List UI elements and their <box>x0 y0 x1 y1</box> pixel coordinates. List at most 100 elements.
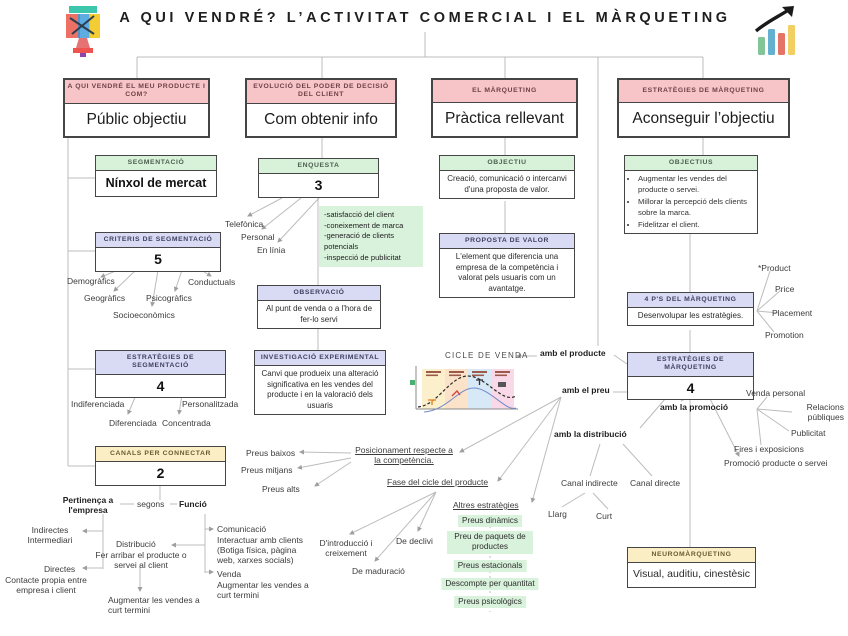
root-box-audience-body: Públic objectiu <box>86 110 187 128</box>
root-box-strategies: ESTRATÈGIES DE MÀRQUETING Aconseguir l’o… <box>617 78 790 138</box>
node-proposta-header: PROPOSTA DE VALOR <box>440 234 574 250</box>
label-psicografics: Psicogràfics <box>146 293 192 303</box>
label-venda-desc: Augmentar les vendes a curt termini <box>217 580 309 601</box>
node-objectiu-header: OBJECTIU <box>440 156 574 172</box>
node-estrategies-seg-count: 4 <box>156 377 165 394</box>
label-fase-cicle: Fase del cicle del producte <box>387 477 489 487</box>
label-socioeconomics: Socioeconòmics <box>113 310 175 320</box>
node-investigacio-body: Canvi que produeix una alteració signifi… <box>261 369 379 410</box>
label-promocio-producte: Promoció producte o servei <box>724 458 828 468</box>
node-objectius-header: OBJECTIUS <box>625 156 757 172</box>
node-enquesta-header: ENQUESTA <box>259 159 378 175</box>
creative-computer-logo-icon <box>66 6 100 57</box>
node-observacio-header: OBSERVACIÓ <box>258 286 380 302</box>
node-observacio: OBSERVACIÓ Al punt de venda o a l'hora d… <box>257 285 381 330</box>
node-segmentacio-body: Nínxol de mercat <box>105 176 207 191</box>
node-4ps-marqueting: 4 P'S DEL MÀRQUETING Desenvolupar les es… <box>627 292 754 326</box>
label-indirectes: Indirectes Intermediari <box>20 525 80 545</box>
product-lifecycle-chart <box>410 366 518 413</box>
label-directes: Directes <box>44 564 76 574</box>
lifecycle-profit-curve <box>423 387 517 413</box>
node-estrategies-mkt-count: 4 <box>686 379 695 396</box>
label-geografics: Geogràfics <box>84 293 126 303</box>
node-criteris-segmentacio: CRITERIS DE SEGMENTACIÓ 5 <box>95 232 221 272</box>
label-demografics: Demogràfics <box>67 276 115 286</box>
label-preus-mitjans: Preus mitjans <box>241 465 293 475</box>
node-canals-header: CANALS PER CONNECTAR <box>96 447 225 463</box>
objectius-list: Augmentar les vendes del producte o serv… <box>625 174 757 230</box>
label-distribucio-desc: Fer arribar el producte o servei al clie… <box>95 550 187 571</box>
label-preus-baixos: Preus baixos <box>246 448 296 458</box>
node-canals-connectar: CANALS PER CONNECTAR 2 <box>95 446 226 486</box>
label-venda: Venda <box>217 569 242 579</box>
label-fase-maduracio: De maduració <box>352 566 405 576</box>
node-segmentacio: SEGMENTACIÓ Nínxol de mercat <box>95 155 217 197</box>
price-strategy-chip: Preus dinàmics <box>458 515 522 528</box>
node-estrategies-seg-header: ESTRATÈGIES DE SEGMENTACIÓ <box>96 351 225 375</box>
node-proposta-body: L'element que diferencia una empresa de … <box>455 252 559 293</box>
objectius-item: Augmentar les vendes del producte o serv… <box>638 174 757 195</box>
root-box-marketing-header: EL MÀRQUETING <box>433 80 576 104</box>
price-strategy-chip: Descompte per quantitat <box>441 578 539 591</box>
node-investigacio-header: INVESTIGACIÓ EXPERIMENTAL <box>255 351 385 367</box>
node-observacio-body: Al punt de venda o a l'hora de fer-lo se… <box>265 304 373 324</box>
label-funcio: Funció <box>179 499 207 509</box>
node-estrategies-mkt-header: ESTRATÈGIES DE MÀRQUETING <box>628 353 753 377</box>
label-en-linia: En línia <box>257 245 286 255</box>
node-estrategies-segmentacio: ESTRATÈGIES DE SEGMENTACIÓ 4 <box>95 350 226 399</box>
price-strategy-chip: Preus estacionals <box>453 560 527 573</box>
label-comunicacio: Comunicació <box>217 524 267 534</box>
root-box-info-header: EVOLUCIÓ DEL PODER DE DECISIÓ DEL CLIENT <box>247 80 395 104</box>
label-personalitzada: Personalitzada <box>182 399 239 409</box>
label-promotion: Promotion <box>765 330 804 340</box>
label-intermediari-text: Intermediari <box>27 535 73 546</box>
label-amb-el-producte: amb el producte <box>540 348 606 358</box>
root-box-info: EVOLUCIÓ DEL PODER DE DECISIÓ DEL CLIENT… <box>245 78 397 139</box>
label-indiferenciada: Indiferenciada <box>71 399 125 409</box>
objectius-item: Fidelitzar el client. <box>638 220 757 230</box>
label-canal-directe: Canal directe <box>630 478 681 488</box>
node-criteris-count: 5 <box>154 251 162 268</box>
label-personal: Personal <box>241 232 275 242</box>
node-objectiu: OBJECTIU Creació, comunicació o intercan… <box>439 155 575 200</box>
label-pertinenca: Pertinença a l'empresa <box>62 495 114 516</box>
label-telefonica: Telefònica <box>225 219 264 229</box>
label-indirectes-text: Indirectes <box>31 525 69 535</box>
label-amb-el-preu: amb el preu <box>562 385 610 395</box>
root-box-marketing-body: Pràctica rellevant <box>445 110 564 128</box>
label-fires-exposicions: Fires i exposicions <box>734 444 804 454</box>
survey-note: -satisfacció del client <box>324 210 395 219</box>
label-publicitat: Publicitat <box>791 428 826 438</box>
node-4ps-header: 4 P'S DEL MÀRQUETING <box>628 293 753 309</box>
label-canal-indirecte: Canal indirecte <box>561 478 618 488</box>
node-objectius: OBJECTIUS Augmentar les vendes del produ… <box>624 155 758 235</box>
label-relacions-publiques: Relacions públiques <box>806 402 844 423</box>
col4-connectors <box>561 128 793 547</box>
node-neuromarqueting: NEUROMÀRQUETING Visual, auditiu, cinestè… <box>627 547 756 589</box>
label-diferenciada: Diferenciada <box>109 418 157 428</box>
node-neuro-header: NEUROMÀRQUETING <box>628 548 755 564</box>
label-price: Price <box>775 284 795 294</box>
survey-note: -coneixement de marca <box>324 220 404 230</box>
label-preus-alts: Preus alts <box>262 484 300 494</box>
survey-note: -inspecció de publicitat <box>324 252 401 262</box>
node-enquesta: ENQUESTA 3 <box>258 158 379 198</box>
label-amb-la-distribucio: amb la distribució <box>554 429 627 439</box>
label-fase-declivi: De declivi <box>396 536 433 546</box>
label-concentrada: Concentrada <box>162 418 211 428</box>
root-box-info-body: Com obtenir info <box>264 110 378 128</box>
label-product: *Product <box>758 263 791 273</box>
node-objectiu-body: Creació, comunicació o intercanvi d'una … <box>447 174 567 194</box>
label-curt: Curt <box>596 511 613 521</box>
objectius-item: Millorar la percepció dels clients sobre… <box>638 197 757 218</box>
price-strategy-chip: Preus psicològics <box>454 596 526 609</box>
label-cicle-de-venda: CICLE DE VENDA <box>445 351 529 360</box>
label-posicionament: Posicionament respecte a la competència. <box>355 445 453 466</box>
growth-chart-icon <box>754 6 795 55</box>
label-comunicacio-desc: Interactuar amb clients (Botiga física, … <box>217 535 303 566</box>
node-segmentacio-header: SEGMENTACIÓ <box>96 156 216 172</box>
root-box-audience: A QUI VENDRÉ EL MEU PRODUCTE I COM? Públ… <box>63 78 210 139</box>
node-proposta-valor: PROPOSTA DE VALOR L'element que diferenc… <box>439 233 575 299</box>
page-title: A QUI VENDRÉ? L’ACTIVITAT COMERCIAL I EL… <box>119 10 731 26</box>
label-llarg: Llarg <box>548 509 567 519</box>
